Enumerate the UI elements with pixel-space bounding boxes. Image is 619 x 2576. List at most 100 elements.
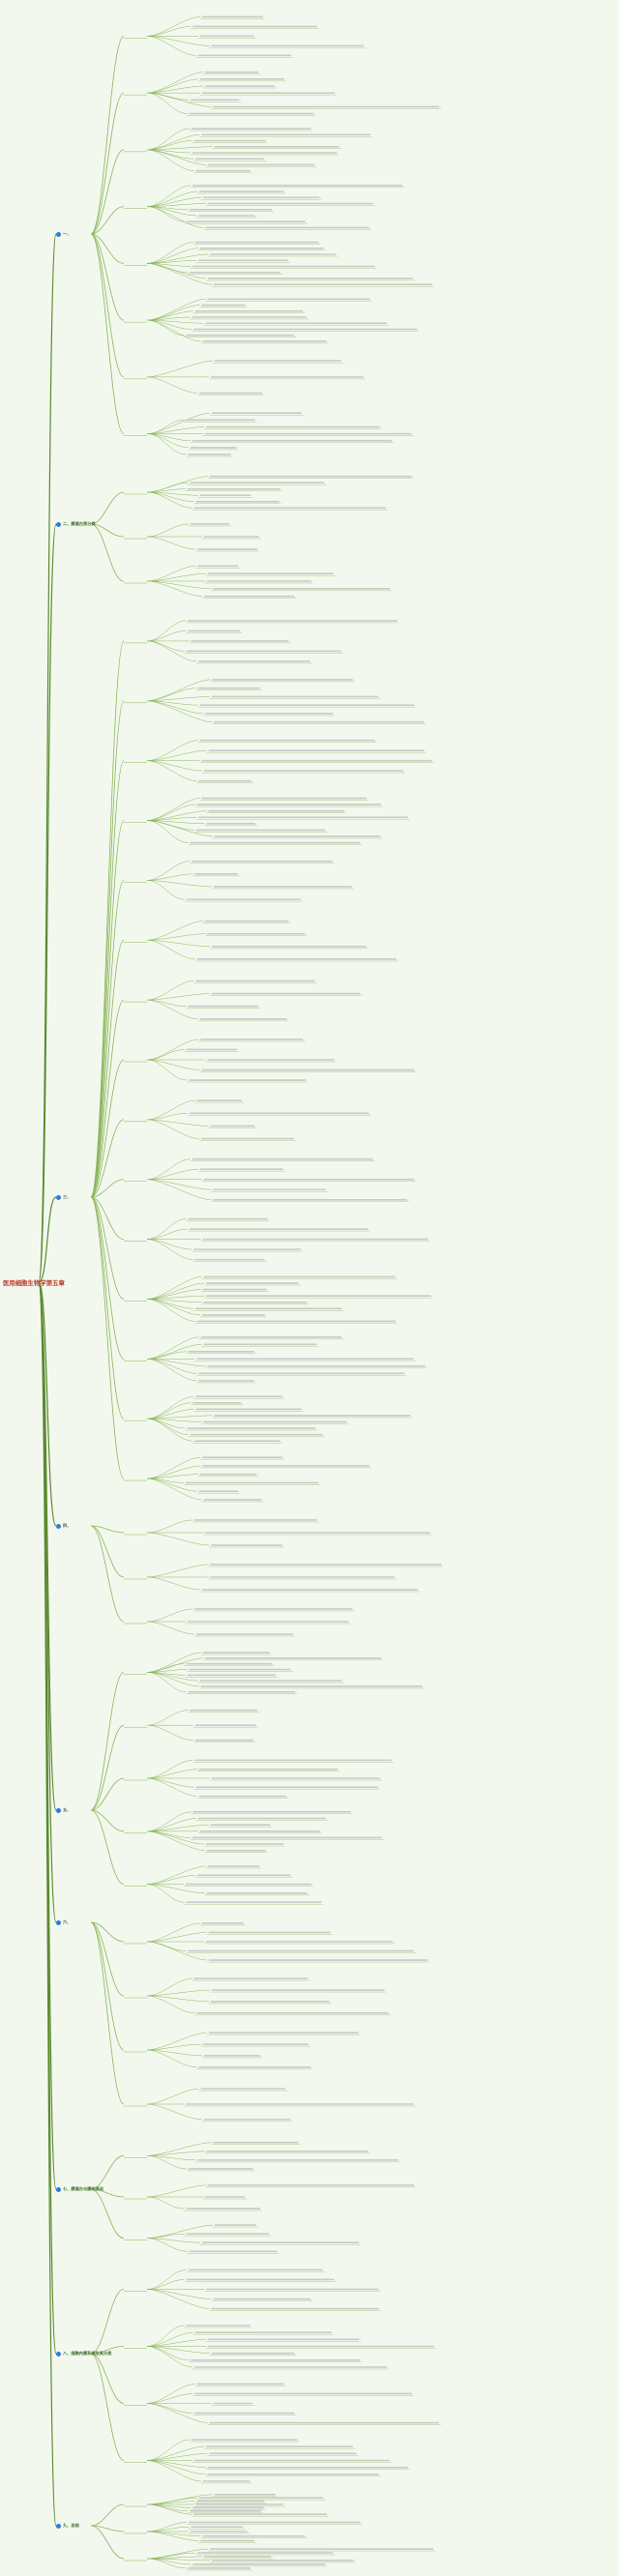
leaf-connector	[146, 2346, 210, 2354]
branch-label: 四、	[56, 1523, 71, 1529]
leaf-connector	[146, 798, 200, 821]
branch-connector	[90, 1921, 125, 1997]
branch-connector	[90, 700, 125, 1198]
leaf-connector	[146, 1418, 186, 1429]
leaf-connector	[146, 1769, 197, 1779]
mindmap-root-title: 医用细胞生物学第五章	[3, 1279, 65, 1287]
branch-connector	[90, 2346, 125, 2355]
branch-connector	[90, 1196, 125, 1300]
leaf-connector	[146, 2384, 195, 2404]
leaf-connector	[146, 1119, 209, 1127]
branch-label-text: 一、	[63, 231, 72, 236]
leaf-connector	[146, 2043, 201, 2051]
leaf-connector	[146, 2269, 187, 2290]
leaf-connector	[146, 149, 194, 171]
branch-connector	[90, 491, 125, 525]
leaf-connector	[146, 2279, 185, 2290]
leaf-connector	[146, 749, 207, 761]
branch-connector	[90, 1777, 125, 1811]
branch-connector	[90, 2503, 125, 2527]
leaf-connector	[146, 1395, 194, 1420]
branch-connector	[90, 820, 125, 1198]
leaf-connector	[146, 1830, 205, 1852]
leaf-connector	[146, 940, 211, 948]
leaf-connector	[146, 36, 196, 56]
leaf-connector	[146, 206, 204, 228]
leaf-connector	[146, 1049, 185, 1061]
leaf-connector	[146, 1299, 195, 1322]
leaf-connector	[146, 1059, 200, 1070]
leaf-connector	[146, 36, 210, 46]
leaf-connector	[146, 760, 197, 781]
branch-badge-icon	[56, 1523, 61, 1529]
leaf-connector	[146, 2155, 187, 2170]
root-connector	[38, 233, 57, 1283]
branch-connector	[90, 1672, 125, 1811]
branch-connector	[90, 233, 125, 321]
leaf-connector	[146, 1059, 188, 1081]
leaf-connector	[146, 1824, 209, 1832]
leaf-connector	[146, 2503, 189, 2512]
leaf-connector	[146, 2088, 199, 2105]
branch-badge-icon	[56, 2186, 61, 2192]
branch-connector	[90, 1179, 125, 1198]
leaf-connector	[146, 2224, 213, 2239]
leaf-connector	[146, 921, 203, 941]
leaf-connector	[146, 580, 211, 590]
branch-connector	[90, 206, 125, 235]
branch-connector	[90, 1196, 125, 1240]
branch-label: 五、	[56, 1807, 71, 1813]
branch-connector	[90, 2525, 125, 2560]
leaf-connector	[146, 1710, 189, 1726]
branch-connector	[90, 1196, 125, 1479]
leaf-connector	[146, 1239, 192, 1250]
leaf-connector	[146, 78, 198, 94]
leaf-connector	[146, 1922, 200, 1943]
leaf-connector	[146, 2522, 188, 2532]
leaf-connector	[146, 1299, 201, 1316]
leaf-connector	[146, 1989, 211, 1997]
leaf-connector	[146, 1608, 193, 1623]
leaf-connector	[146, 2331, 193, 2347]
leaf-connector	[146, 696, 210, 702]
leaf-connector	[146, 2403, 193, 2414]
leaf-connector	[146, 426, 205, 434]
leaf-connector	[146, 2403, 208, 2423]
leaf-connector	[146, 1818, 196, 1832]
leaf-connector	[146, 2346, 192, 2368]
branch-badge-icon	[56, 1919, 61, 1925]
leaf-connector	[146, 1218, 187, 1240]
branch-badge-icon	[56, 1807, 61, 1813]
leaf-connector	[146, 412, 210, 434]
leaf-connector	[146, 620, 187, 642]
leaf-connector	[146, 2558, 186, 2569]
leaf-connector	[146, 820, 189, 843]
leaf-connector	[146, 1672, 187, 1693]
leaf-connector	[146, 1995, 210, 2003]
branch-connector	[90, 233, 125, 435]
leaf-connector	[146, 1039, 199, 1061]
leaf-connector	[146, 2196, 185, 2210]
leaf-connector	[146, 1158, 191, 1180]
branch-label-text: 五、	[63, 1807, 72, 1812]
leaf-connector	[146, 566, 196, 582]
leaf-connector	[146, 2531, 199, 2541]
branch-connector	[90, 92, 125, 235]
leaf-connector	[146, 1519, 193, 1534]
root-connector	[38, 1281, 57, 1923]
leaf-connector	[146, 1478, 202, 1501]
branch-connector	[90, 1119, 125, 1198]
leaf-connector	[146, 580, 203, 597]
branch-connector	[90, 1921, 125, 2051]
leaf-connector	[146, 1359, 197, 1374]
leaf-connector	[146, 1402, 192, 1420]
leaf-connector	[146, 305, 200, 321]
leaf-connector	[146, 1884, 205, 1894]
leaf-connector	[146, 2289, 210, 2309]
branch-connector	[90, 760, 125, 1198]
branch-label: 六、	[56, 1919, 71, 1925]
leaf-connector	[146, 1119, 200, 1139]
leaf-connector	[146, 700, 198, 706]
branch-connector	[90, 1196, 125, 1360]
